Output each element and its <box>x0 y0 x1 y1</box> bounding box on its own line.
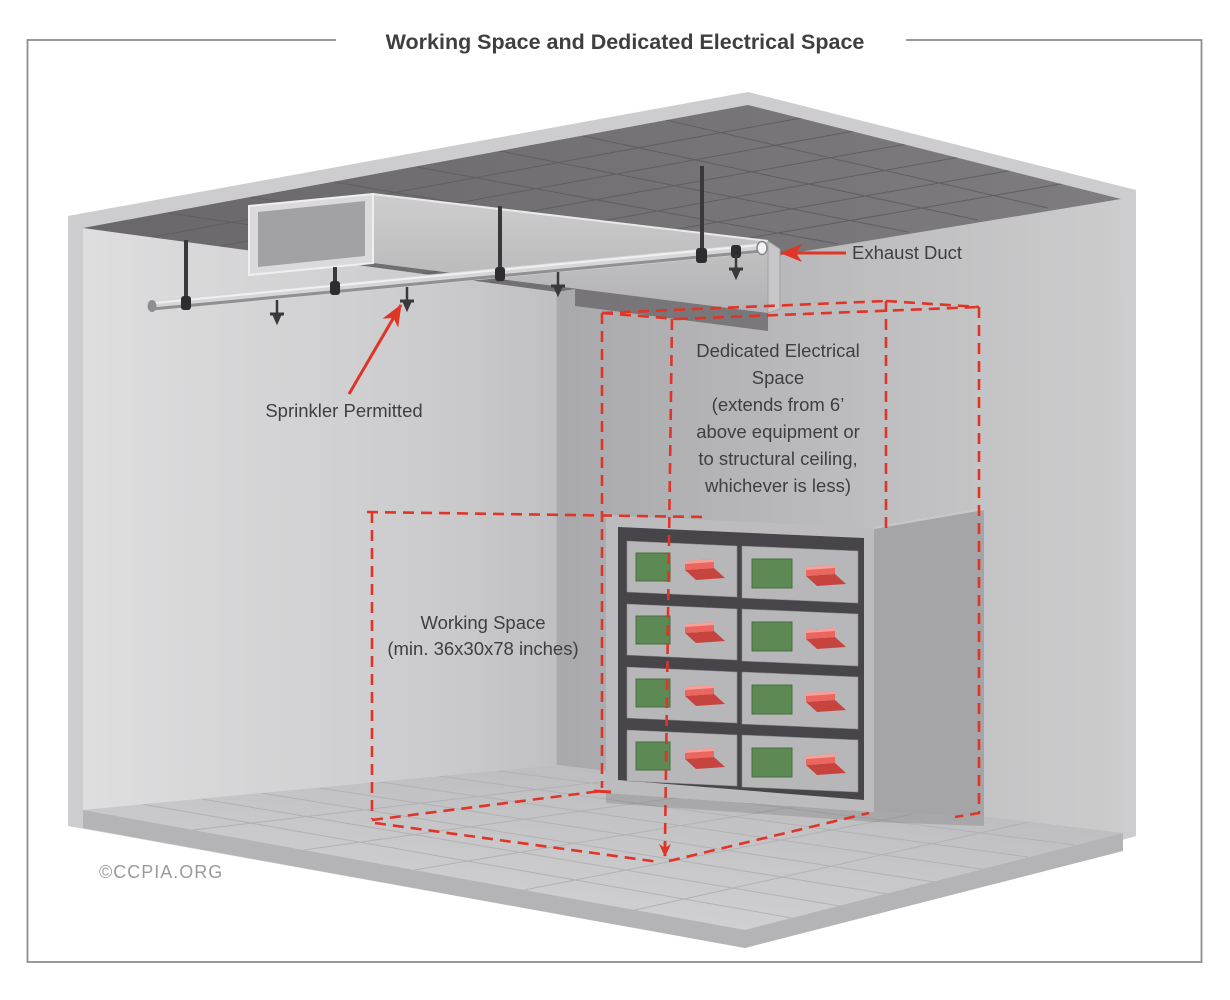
dedicated-space-outline <box>593 299 981 857</box>
working-space-outline <box>366 510 870 864</box>
sprinkler-heads <box>270 255 743 326</box>
panel-cell <box>626 603 738 661</box>
pipe-end-left <box>147 300 157 312</box>
sprinkler-head <box>270 300 284 326</box>
dedicated-space-line: to structural ceiling, <box>698 448 857 469</box>
sprinkler-arrow <box>347 304 403 395</box>
duct-opening-interior <box>258 201 365 267</box>
pipe-clamps <box>181 245 741 310</box>
panel-cell <box>626 729 738 787</box>
floor-slab-edge <box>83 810 1123 948</box>
working-space-line: (min. 36x30x78 inches) <box>387 638 578 659</box>
hanger-rods <box>184 166 704 299</box>
exhaust-duct-label: Exhaust Duct <box>852 242 962 263</box>
working-space-line: Working Space <box>420 612 545 633</box>
dedicated-space-label: Dedicated Electrical Space (extends from… <box>696 340 860 496</box>
pipe-highlight <box>153 244 761 304</box>
panel-floor-shadow <box>606 793 984 826</box>
credit-watermark: ©CCPIA.ORG <box>99 862 223 882</box>
sprinkler-head <box>551 272 565 298</box>
dedicated-space-line: Space <box>752 367 804 388</box>
sprinkler-head <box>729 255 743 281</box>
duct-end-face <box>767 240 781 314</box>
pipe-end-right <box>756 240 768 256</box>
panel-cell <box>626 540 738 598</box>
panel-cell <box>626 666 738 724</box>
pipe-shading <box>151 249 763 311</box>
sprinkler-pipe-assembly <box>147 166 768 326</box>
electrical-panel <box>606 508 985 826</box>
page-frame <box>26 28 1203 963</box>
panel-top-edge <box>873 508 985 529</box>
dedicated-space-line: whichever is less) <box>704 475 851 496</box>
callouts: Exhaust Duct Sprinkler Permitted Dedicat… <box>265 242 962 659</box>
working-space-label: Working Space (min. 36x30x78 inches) <box>387 612 578 659</box>
panel-cell <box>741 608 859 667</box>
sprinkler-label: Sprinkler Permitted <box>265 400 422 421</box>
panel-cell <box>741 671 859 730</box>
panel-side-face <box>874 509 984 818</box>
sprinkler-head <box>400 287 414 313</box>
floor-tile-lines <box>141 770 1076 919</box>
panel-cell <box>741 734 859 793</box>
dedicated-space-line: above equipment or <box>696 421 860 442</box>
exhaust-duct <box>248 192 781 331</box>
dedicated-space-line: (extends from 6’ <box>712 394 845 415</box>
panel-cell <box>741 545 859 604</box>
sprinkler-pipe <box>151 243 763 311</box>
title-gap <box>336 28 906 52</box>
duct-body <box>373 194 768 313</box>
page-title: Working Space and Dedicated Electrical S… <box>386 30 865 54</box>
left-wall <box>83 228 557 810</box>
duct-shadow <box>575 285 768 331</box>
dedicated-space-line: Dedicated Electrical <box>696 340 860 361</box>
